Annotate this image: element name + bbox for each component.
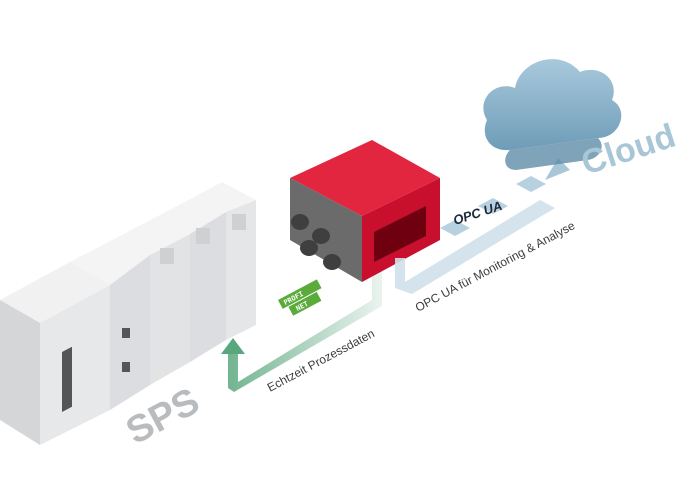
device-window: [374, 206, 426, 262]
plc-display-slot: [62, 346, 72, 413]
device-top: [290, 140, 440, 216]
io-device: [290, 140, 440, 282]
plc-module-4: [196, 182, 256, 340]
opc-ua-logo: OPC UA: [451, 198, 504, 228]
plc-power-module: [0, 262, 110, 445]
opc-path: [395, 158, 570, 294]
plc-led-2: [122, 362, 130, 372]
profinet-logo: PROFI NET: [278, 279, 322, 316]
cloud-shape: [483, 59, 622, 151]
plc-module-3: [158, 196, 226, 362]
realtime-path: [221, 258, 382, 392]
opc-arrowhead: [545, 158, 570, 180]
opc-ua-logo-text: OPC UA: [451, 198, 504, 228]
device-connectors: [291, 214, 341, 270]
cloud: [483, 59, 622, 170]
plc-led-1: [122, 328, 130, 338]
plc-module-2: [118, 216, 190, 385]
plc-module-1: [70, 237, 150, 410]
realtime-arrowhead: [221, 338, 245, 354]
plc-rack: [0, 182, 256, 445]
